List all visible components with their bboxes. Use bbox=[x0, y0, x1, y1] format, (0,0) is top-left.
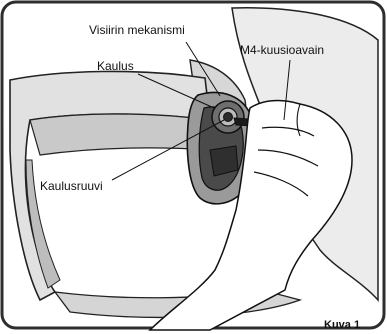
label-collar-screw: Kaulusruuvi bbox=[40, 180, 103, 192]
label-visor-mechanism: Visiirin mekanismi bbox=[89, 24, 185, 36]
label-collar: Kaulus bbox=[97, 60, 134, 72]
collar-screw-head bbox=[224, 113, 233, 122]
label-hex-key: M4-kuusioavain bbox=[240, 44, 324, 56]
visor-band-inner bbox=[30, 114, 212, 155]
figure-caption: Kuva 1 bbox=[324, 319, 360, 331]
mechanism-slot bbox=[210, 146, 238, 176]
